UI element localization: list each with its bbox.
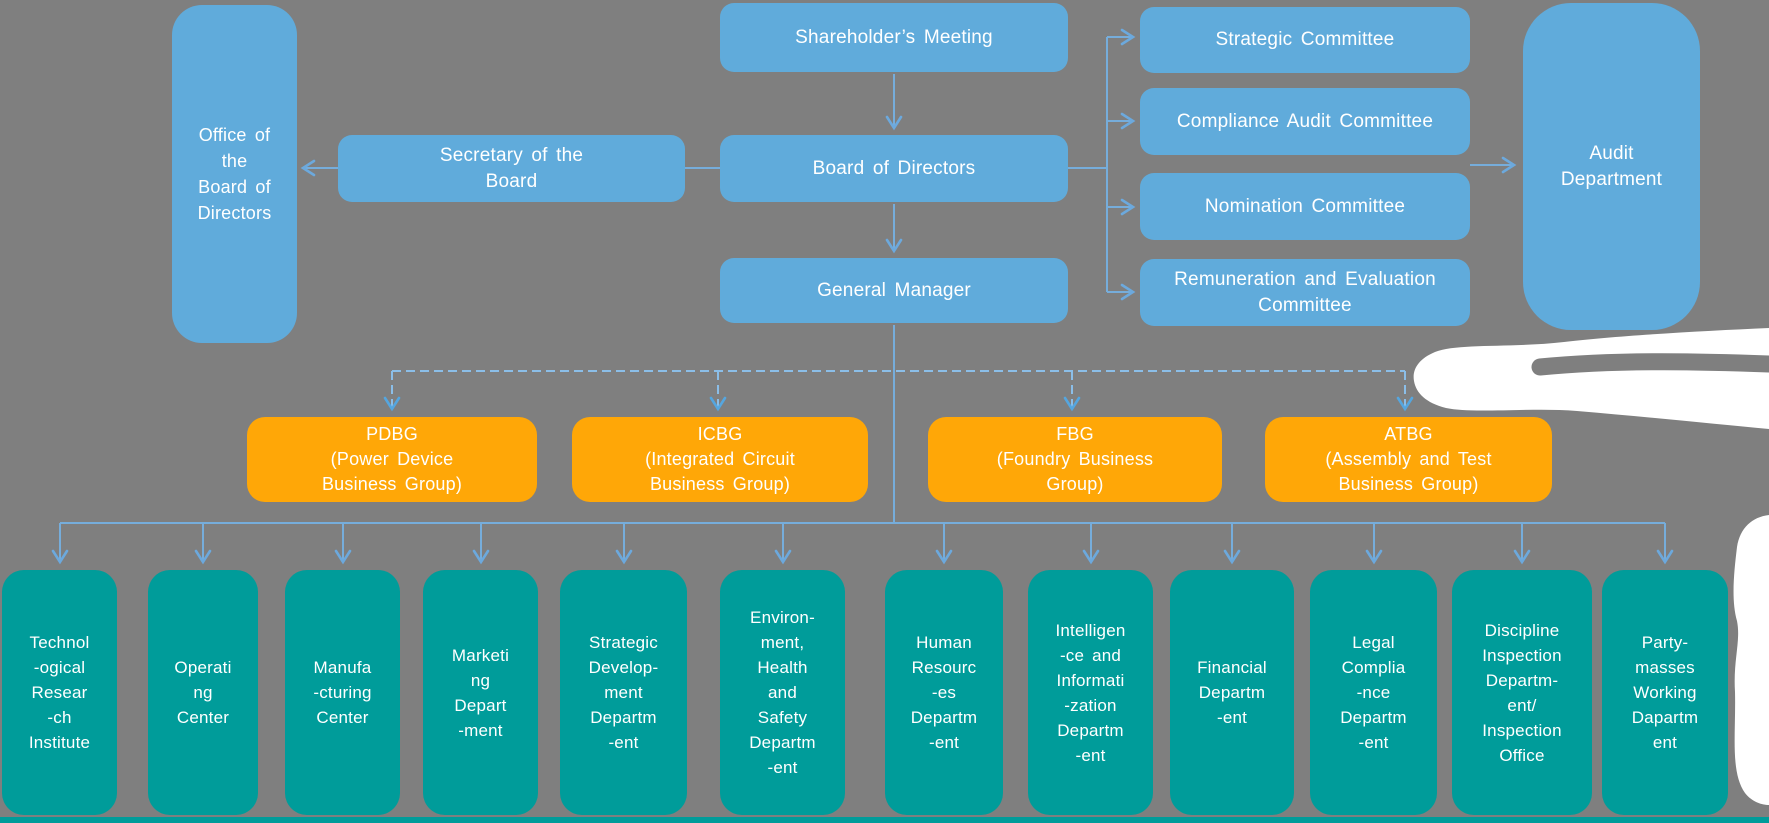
node-marketing-department: Marketi ng Depart -ment — [423, 570, 538, 815]
node-human-resources-department: Human Resourc -es Departm -ent — [885, 570, 1003, 815]
dashed-connectors — [383, 370, 1414, 412]
node-party-masses-working-department: Party- masses Working Dapartm ent — [1602, 570, 1728, 815]
node-manufacturing-center: Manufa -cturing Center — [285, 570, 400, 815]
node-general-manager: General Manager — [720, 258, 1068, 323]
node-pdbg: PDBG (Power Device Business Group) — [247, 417, 537, 502]
node-nomination-committee: Nomination Committee — [1140, 173, 1470, 240]
node-fbg: FBG (Foundry Business Group) — [928, 417, 1222, 502]
node-ehs-department: Environ- ment, Health and Safety Departm… — [720, 570, 845, 815]
node-financial-department: Financial Departm -ent — [1170, 570, 1294, 815]
node-secretary-of-the-board: Secretary of the Board — [338, 135, 685, 202]
whiteout-crease — [1531, 353, 1769, 376]
node-discipline-inspection-department: Discipline Inspection Departm- ent/ Insp… — [1452, 570, 1592, 815]
node-compliance-audit-committee: Compliance Audit Committee — [1140, 88, 1470, 155]
whiteout-right-edge-blob — [1733, 515, 1769, 805]
node-shareholders-meeting: Shareholder’s Meeting — [720, 3, 1068, 72]
node-strategic-committee: Strategic Committee — [1140, 7, 1470, 73]
node-remuneration-evaluation-committee: Remuneration and Evaluation Committee — [1140, 259, 1470, 326]
node-office-of-the-board: Office of the Board of Directors — [172, 5, 297, 343]
node-icbg: ICBG (Integrated Circuit Business Group) — [572, 417, 868, 502]
node-atbg: ATBG (Assembly and Test Business Group) — [1265, 417, 1552, 502]
node-technological-research-institute: Technol -ogical Resear -ch Institute — [2, 570, 117, 815]
node-legal-compliance-department: Legal Complia -nce Departm -ent — [1310, 570, 1437, 815]
node-board-of-directors: Board of Directors — [720, 135, 1068, 202]
bottom-teal-strip — [0, 817, 1769, 823]
node-strategic-development-department: Strategic Develop- ment Departm -ent — [560, 570, 687, 815]
whiteout-finger-blob — [1413, 328, 1769, 429]
node-audit-department: Audit Department — [1523, 3, 1700, 330]
node-intelligence-informatization-department: Intelligen -ce and Informati -zation Dep… — [1028, 570, 1153, 815]
node-operating-center: Operati ng Center — [148, 570, 258, 815]
